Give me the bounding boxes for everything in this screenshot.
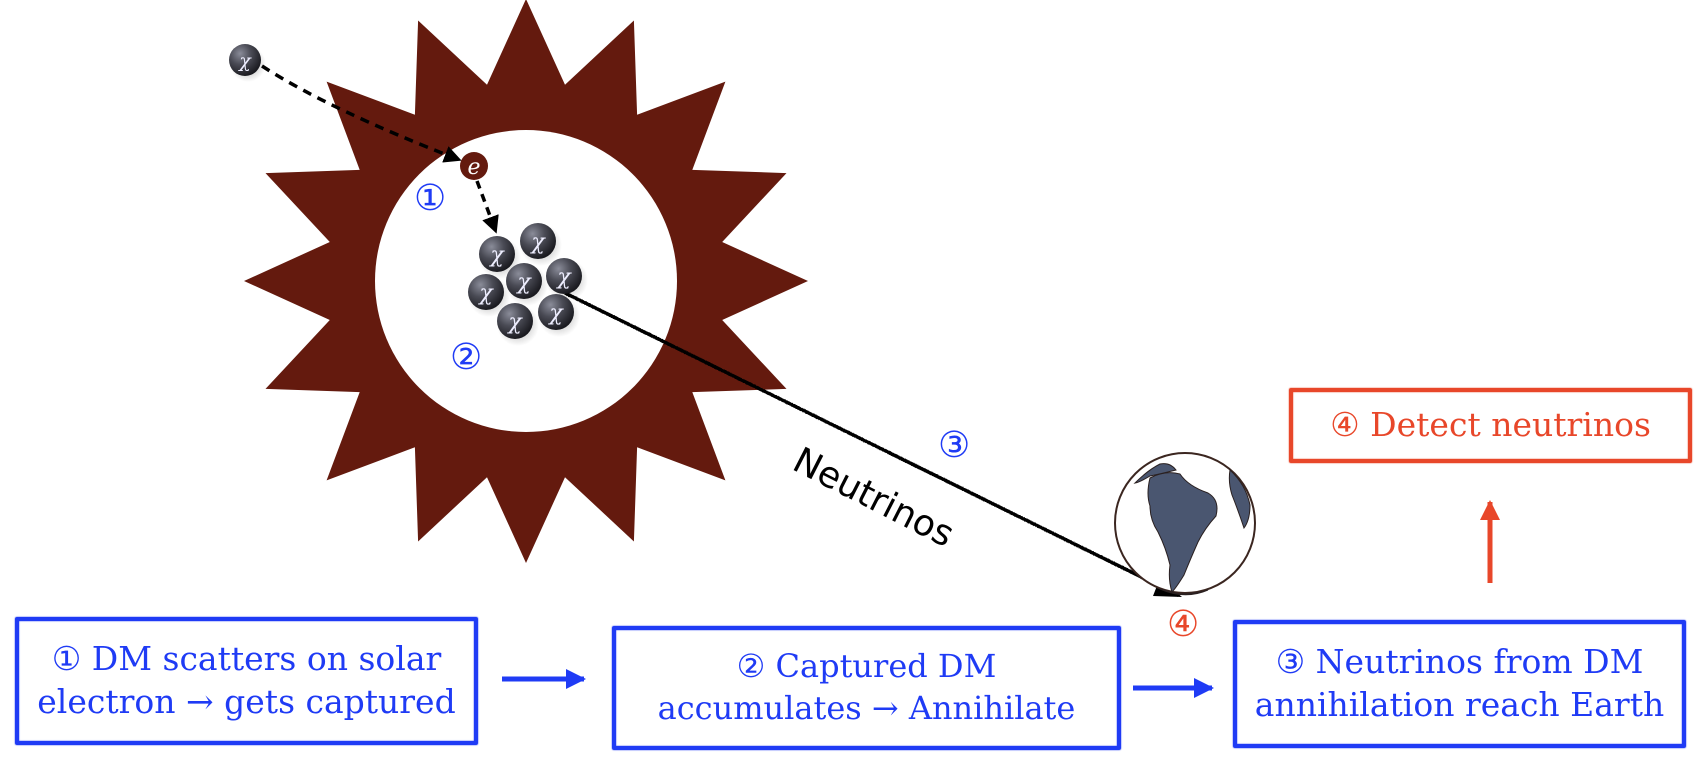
dark-matter-particle-icon: χ — [546, 258, 588, 301]
step3-box: ③ Neutrinos from DM annihilation reach E… — [1233, 620, 1686, 748]
incoming-dm-path — [261, 64, 462, 163]
earth-south-america — [1147, 472, 1218, 593]
step4-line1: ④ Detect neutrinos — [1330, 405, 1651, 445]
step1-box: ① DM scatters on solar electron → gets c… — [15, 617, 478, 745]
dm-symbol: χ — [547, 301, 564, 326]
dm-symbol: χ — [477, 281, 494, 306]
step2-line1: ② Captured DM — [736, 647, 997, 686]
dark-matter-particle-icon: χ — [468, 274, 510, 317]
earth-antarctica — [1159, 588, 1209, 596]
dark-matter-particle-icon: χ — [520, 223, 562, 266]
dm-symbol: χ — [237, 50, 252, 72]
neutrino-line — [564, 291, 1179, 597]
dark-matter-particle-icon: χ — [538, 294, 580, 337]
earth-central-america — [1133, 463, 1177, 484]
dm-symbol: χ — [555, 265, 572, 290]
dark-matter-particle-icon: χ — [506, 263, 548, 306]
dark-matter-particle-icon: χ — [229, 44, 266, 82]
electron-icon: e — [460, 152, 488, 180]
earth-africa-edge — [1228, 468, 1251, 530]
marker-step4: ④ — [1167, 604, 1200, 645]
marker-step3: ③ — [938, 425, 971, 466]
dm-symbol: χ — [515, 270, 532, 295]
dm-symbol: χ — [529, 230, 546, 255]
step4-box: ④ Detect neutrinos — [1289, 388, 1692, 463]
captured-dm-path — [475, 180, 499, 234]
step1-line2: electron → gets captured — [37, 682, 456, 721]
step3-line1: ③ Neutrinos from DM — [1275, 642, 1644, 682]
dm-symbol: χ — [506, 310, 523, 335]
step2-box: ② Captured DM accumulates → Annihilate — [612, 626, 1121, 750]
marker-step1: ① — [414, 178, 447, 219]
step2-line2: accumulates → Annihilate — [657, 689, 1076, 727]
dm-symbol: χ — [488, 243, 505, 268]
step3-line2: annihilation reach Earth — [1254, 685, 1665, 724]
electron-symbol: e — [467, 155, 480, 180]
earth-globe-icon — [1114, 452, 1256, 596]
marker-step2: ② — [450, 337, 483, 378]
dark-matter-particle-icon: χ — [497, 303, 539, 346]
step1-line1: ① DM scatters on solar — [51, 639, 442, 679]
dark-matter-particle-icon: χ — [479, 236, 521, 279]
